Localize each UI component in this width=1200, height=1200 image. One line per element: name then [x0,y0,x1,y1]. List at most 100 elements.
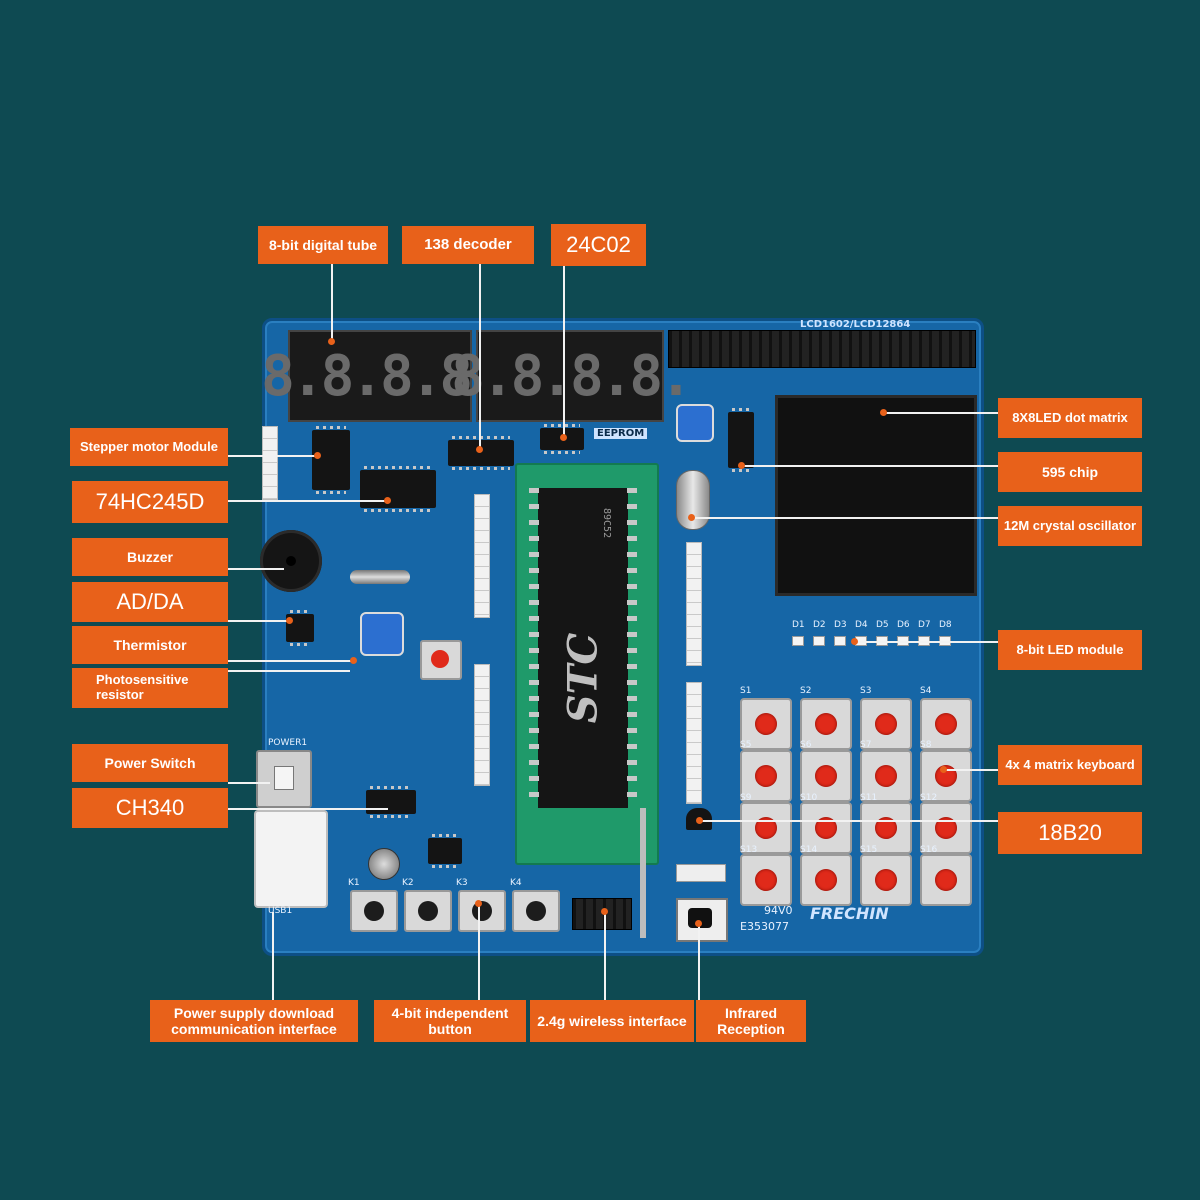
key-label: S13 [740,845,758,855]
zif-lever[interactable] [640,808,646,938]
key-s9[interactable] [740,802,792,854]
key-s1[interactable] [740,698,792,750]
decoder-chip [448,436,514,470]
leader-line [604,912,606,1000]
button-k3[interactable] [458,890,506,932]
callout-keyboard: 4x 4 matrix keyboard [998,745,1142,785]
target-dot [940,766,947,773]
button-label: K2 [402,878,414,888]
mcu-model: 89C52 [601,508,612,539]
button-label: K4 [510,878,522,888]
leader-line [698,924,700,1000]
reset-button[interactable] [420,640,462,680]
power-switch-knob [274,766,294,790]
key-label: S15 [860,845,878,855]
key-label: S6 [800,740,812,750]
button-label: K3 [456,878,468,888]
key-s2[interactable] [800,698,852,750]
key-s10[interactable] [800,802,852,854]
leader-line [563,262,565,438]
button-k4[interactable] [512,890,560,932]
power-switch[interactable] [256,750,312,808]
key-s11[interactable] [860,802,912,854]
callout-adda: AD/DA [72,582,228,622]
callout-595: 595 chip [998,452,1142,492]
key-s4[interactable] [920,698,972,750]
leader-line [228,808,388,810]
key-s6[interactable] [800,750,852,802]
cert-label: E353077 [740,920,789,933]
callout-crystal: 12M crystal oscillator [998,506,1142,546]
ir-receiver [676,898,728,942]
key-label: S1 [740,686,752,696]
key-s7[interactable] [860,750,912,802]
usb-label: USB1 [268,906,293,916]
mcu-pins-right [627,488,637,808]
target-dot [314,452,321,459]
lcd-label: LCD1602/LCD12864 [800,319,911,330]
key-s14[interactable] [800,854,852,906]
lcd-header [668,330,976,368]
dot-matrix-display [775,395,977,596]
target-dot [350,657,357,664]
indep-buttons: K1 K2 K3 K4 [344,878,560,936]
leader-line [228,660,354,662]
button-k2[interactable] [404,890,452,932]
callout-ch340: CH340 [72,788,228,828]
button-k1[interactable] [350,890,398,932]
key-s3[interactable] [860,698,912,750]
target-dot [851,638,858,645]
key-s16[interactable] [920,854,972,906]
callout-wireless: 2.4g wireless interface [530,1000,694,1042]
key-s12[interactable] [920,802,972,854]
pin-header-j29 [686,542,702,666]
power-label: POWER1 [268,738,308,748]
target-dot [328,338,335,345]
usb-connector [254,810,328,908]
leader-line [228,620,290,622]
led-label: D7 [918,620,931,630]
capacitor [368,848,400,880]
callout-digital-tube: 8-bit digital tube [258,226,388,264]
tube-digits: 8.8.8.8. [261,343,503,409]
leader-line [228,500,388,502]
led-label: D4 [855,620,868,630]
regulator-chip [428,834,462,868]
eeprom-label: EEPROM [594,428,648,439]
leader-line [228,455,318,457]
callout-decoder: 138 decoder [402,226,534,264]
led-d2: D2 [813,620,826,646]
callout-18b20: 18B20 [998,812,1142,854]
key-s15[interactable] [860,854,912,906]
mcu-pins-left [529,488,539,808]
led-d1: D1 [792,620,805,646]
key-label: S4 [920,686,932,696]
led [834,636,846,646]
leader-line [228,782,270,784]
target-dot [601,908,608,915]
crystal-component [676,470,710,530]
callout-power-switch: Power Switch [72,744,228,782]
uln-chip [312,426,350,494]
potentiometer-lcd [676,404,714,442]
target-dot [695,920,702,927]
callout-eeprom: 24C02 [551,224,646,266]
crystal-component-small [350,570,410,584]
buzzer-hole [286,556,296,566]
leader-line [478,904,480,1000]
key-s5[interactable] [740,750,792,802]
digital-tube-right: 8.8.8.8. [451,330,693,422]
key-label: S2 [800,686,812,696]
leader-line [884,412,998,414]
chip-595 [728,408,754,472]
button-label: K1 [348,878,360,888]
key-s13[interactable] [740,854,792,906]
key-label: S11 [860,793,878,803]
stepper-header [262,426,278,500]
led-label: D5 [876,620,889,630]
key-label: S14 [800,845,818,855]
leader-line [228,670,350,672]
led [792,636,804,646]
callout-buzzer: Buzzer [72,538,228,576]
